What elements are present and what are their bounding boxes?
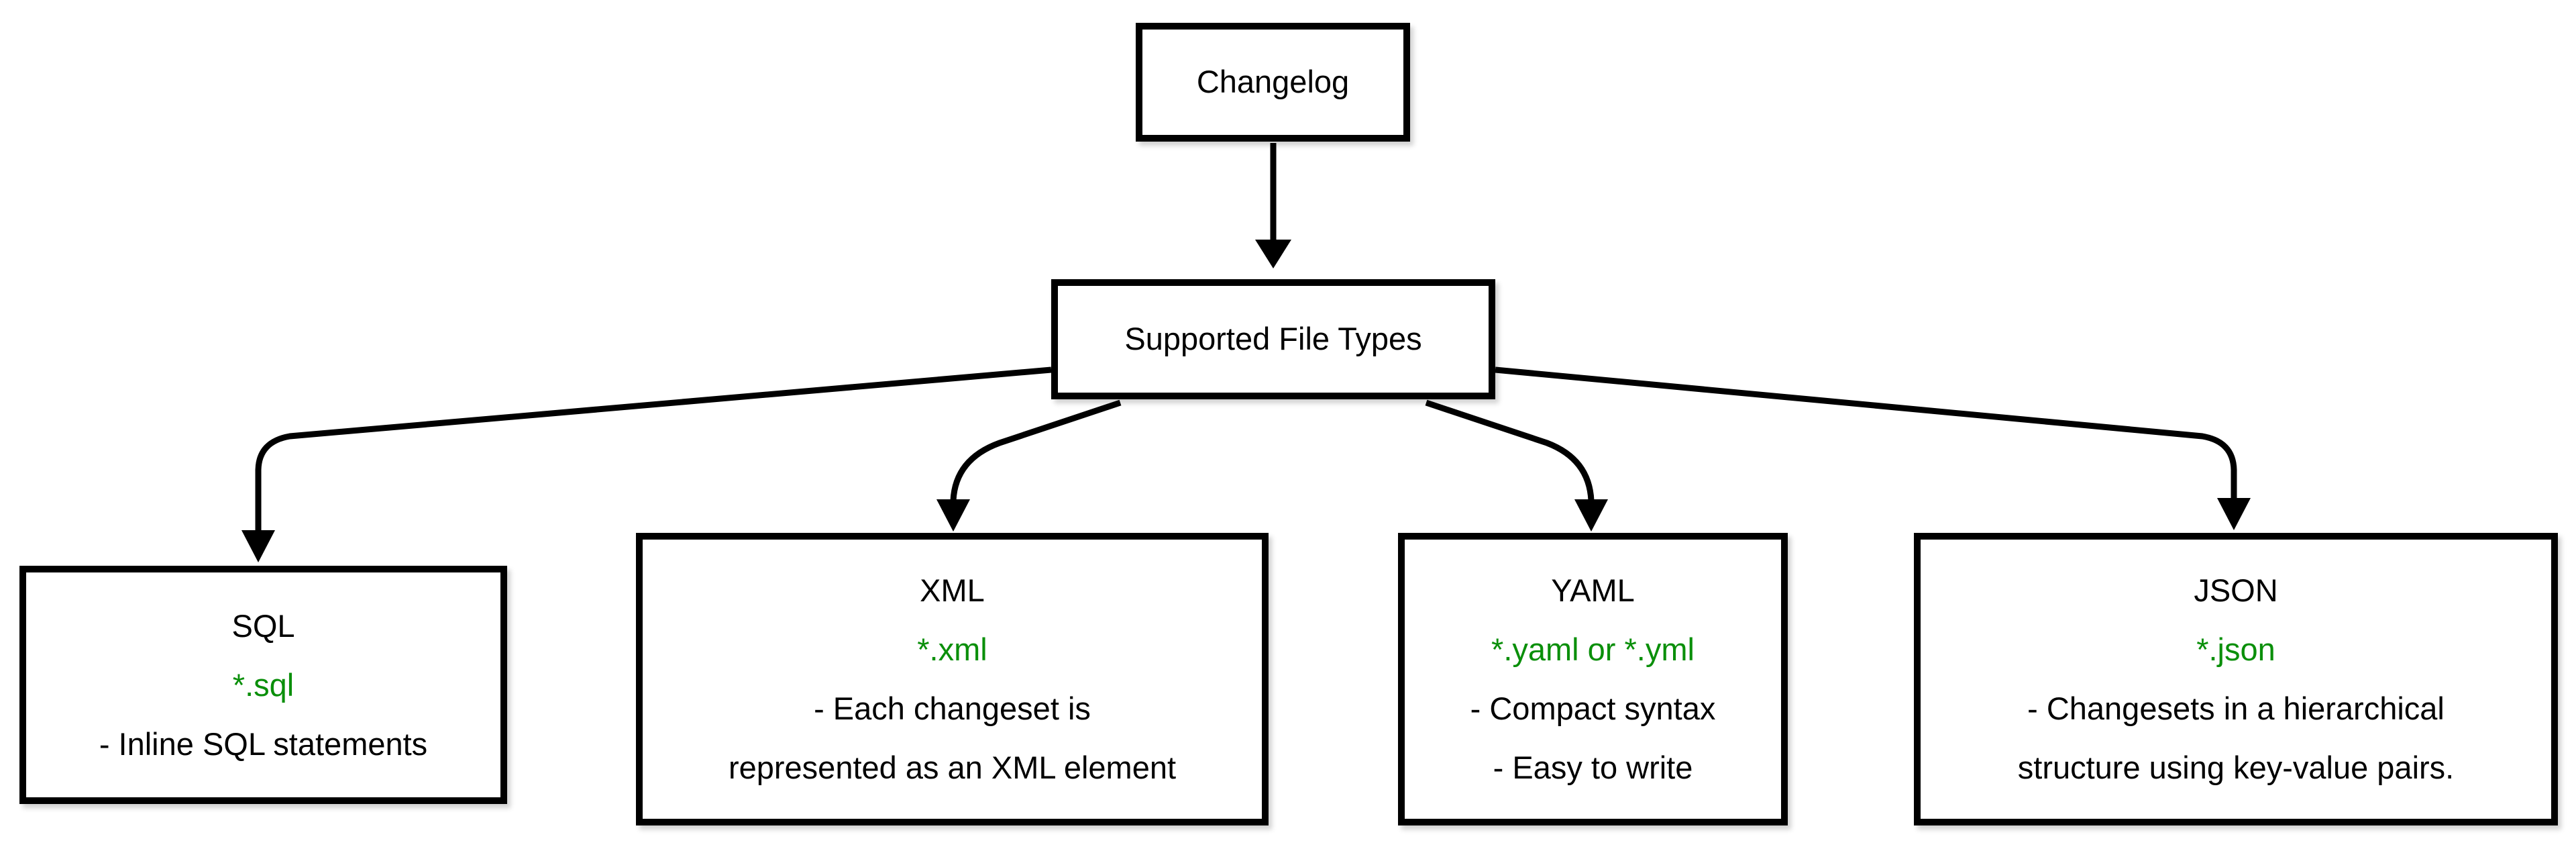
file-type-notes: - Each changeset is represented as an XML… xyxy=(729,679,1176,797)
file-type-pattern: *.yaml or *.yml xyxy=(1491,632,1695,667)
node-supported-file-types-label: Supported File Types xyxy=(1124,321,1422,357)
file-type-name: YAML xyxy=(1551,572,1635,608)
file-type-pattern: *.xml xyxy=(917,632,987,667)
file-type-pattern: *.json xyxy=(2196,632,2275,667)
node-sql: SQL *.sql - Inline SQL statements xyxy=(19,566,507,804)
file-type-notes: - Compact syntax - Easy to write xyxy=(1470,679,1716,797)
file-type-note-line: represented as an XML element xyxy=(728,750,1177,785)
file-type-note-line: - Compact syntax xyxy=(1470,691,1716,726)
file-type-note-line: structure using key-value pairs. xyxy=(2017,750,2455,785)
arrow-supported-file-types-to-sql xyxy=(241,366,1052,562)
arrow-supported-file-types-to-yaml xyxy=(1425,399,1608,532)
file-type-note-line: - Inline SQL statements xyxy=(99,725,428,762)
node-changelog: Changelog xyxy=(1136,23,1410,142)
file-type-name: JSON xyxy=(2194,572,2278,608)
arrow-changelog-to-supported-file-types xyxy=(1255,143,1291,268)
file-type-note-line: - Easy to write xyxy=(1493,750,1693,785)
node-yaml: YAML *.yaml or *.yml - Compact syntax - E… xyxy=(1398,533,1788,825)
file-type-note-line: - Changesets in a hierarchical xyxy=(2027,691,2445,726)
file-type-notes: - Changesets in a hierarchical structure … xyxy=(2018,679,2454,797)
node-changelog-label: Changelog xyxy=(1196,64,1350,100)
file-type-note-line: - Each changeset is xyxy=(814,691,1091,726)
arrow-supported-file-types-to-xml xyxy=(936,399,1122,532)
node-json: JSON *.json - Changesets in a hierarchic… xyxy=(1914,533,2558,825)
node-xml: XML *.xml - Each changeset is represented… xyxy=(636,533,1269,825)
file-type-name: SQL xyxy=(231,607,295,644)
node-supported-file-types: Supported File Types xyxy=(1051,279,1495,399)
arrow-supported-file-types-to-json xyxy=(1495,366,2251,530)
file-type-notes: - Inline SQL statements xyxy=(99,715,427,774)
file-type-name: XML xyxy=(920,572,985,608)
file-type-pattern: *.sql xyxy=(232,666,294,703)
